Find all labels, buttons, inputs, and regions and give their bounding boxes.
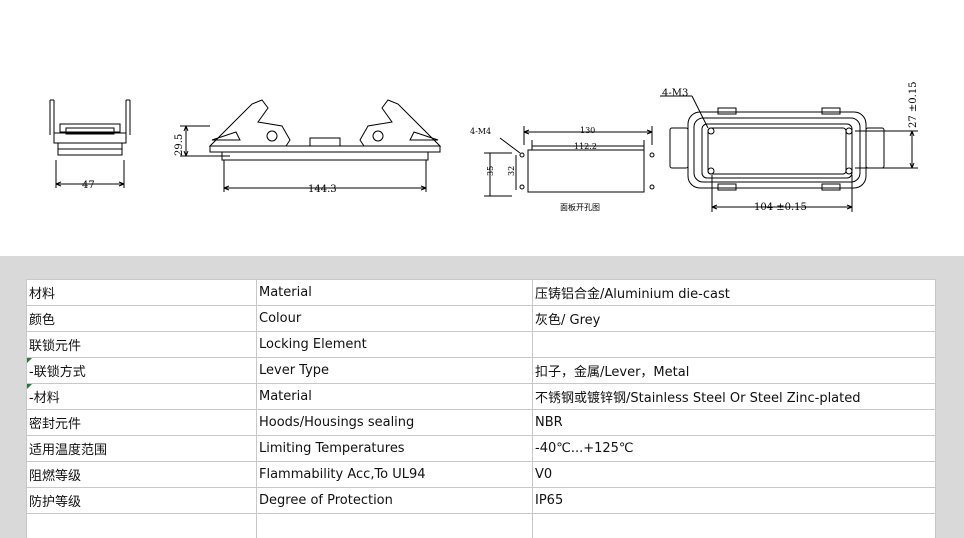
spec-en-label: Degree of Protection — [256, 487, 533, 514]
dim-29-5: 29.5 — [174, 134, 185, 156]
table-row: 联锁元件 Locking Element — [26, 331, 936, 358]
spec-cn-label: 密封元件 — [26, 409, 257, 436]
front-view — [180, 99, 442, 192]
spec-en-label: Material — [256, 383, 533, 410]
technical-drawing: 47 29.5 144.3 4-M4 130 112.2 35 32 面板开孔图… — [0, 0, 964, 256]
spec-value: NBR — [532, 409, 936, 436]
drawing-svg: 47 29.5 144.3 4-M4 130 112.2 35 32 面板开孔图… — [49, 81, 919, 213]
cell-flag-icon — [27, 358, 32, 363]
dim-4-m3: 4-M3 — [662, 88, 688, 99]
table-row: 防护等级 Degree of Protection IP65 — [26, 487, 936, 514]
spec-value: -40℃...+125℃ — [532, 435, 936, 462]
spec-cn-label: 阻燃等级 — [26, 461, 257, 488]
spec-cn-label: 颜色 — [26, 305, 257, 332]
spec-en-label: Material — [256, 279, 533, 306]
empty-cell — [26, 513, 257, 538]
spec-en-label: Flammability Acc,To UL94 — [256, 461, 533, 488]
spec-cn-label: 联锁元件 — [26, 331, 257, 358]
table-row: 阻燃等级 Flammability Acc,To UL94 V0 — [26, 461, 936, 488]
spec-value: 不锈钢或镀锌钢/Stainless Steel Or Steel Zinc-pl… — [532, 383, 936, 410]
spec-value: 压铸铝合金/Aluminium die-cast — [532, 279, 936, 306]
spec-cn-cell: -材料 — [26, 383, 257, 410]
panel-caption: 面板开孔图 — [560, 202, 600, 212]
dim-32: 32 — [507, 166, 516, 176]
empty-cell — [532, 513, 936, 538]
spec-cn-label: 防护等级 — [26, 487, 257, 514]
dim-112-2: 112.2 — [574, 142, 597, 151]
spec-en-label: Hoods/Housings sealing — [256, 409, 533, 436]
spec-value: IP65 — [532, 487, 936, 514]
panel-cutout-view — [484, 126, 655, 197]
spec-table: 材料 Material 压铸铝合金/Aluminium die-cast 颜色 … — [26, 279, 936, 538]
table-row: 材料 Material 压铸铝合金/Aluminium die-cast — [26, 279, 936, 306]
spec-value: 扣子，金属/Lever，Metal — [532, 357, 936, 384]
dim-4-m4: 4-M4 — [470, 127, 491, 136]
table-row: 适用温度范围 Limiting Temperatures -40℃...+125… — [26, 435, 936, 462]
spec-value — [532, 331, 936, 358]
table-row — [26, 513, 936, 538]
table-row: -联锁方式 Lever Type 扣子，金属/Lever，Metal — [26, 357, 936, 384]
dim-47: 47 — [82, 180, 95, 191]
spec-cn-label: 适用温度范围 — [26, 435, 257, 462]
dim-27: 27 ±0.15 — [908, 81, 919, 128]
spec-en-label: Lever Type — [256, 357, 533, 384]
spec-cn-label: -联锁方式 — [29, 365, 86, 380]
spec-cn-cell: -联锁方式 — [26, 357, 257, 384]
spec-cn-label: -材料 — [29, 391, 60, 406]
table-row: 颜色 Colour 灰色/ Grey — [26, 305, 936, 332]
spec-section: 材料 Material 压铸铝合金/Aluminium die-cast 颜色 … — [0, 256, 964, 538]
empty-cell — [256, 513, 533, 538]
spec-cn-label: 材料 — [26, 279, 257, 306]
spec-en-label: Locking Element — [256, 331, 533, 358]
top-view — [660, 95, 918, 212]
spec-en-label: Limiting Temperatures — [256, 435, 533, 462]
dim-130: 130 — [580, 126, 595, 135]
spec-value: V0 — [532, 461, 936, 488]
spec-en-label: Colour — [256, 305, 533, 332]
table-row: -材料 Material 不锈钢或镀锌钢/Stainless Steel Or … — [26, 383, 936, 410]
dim-144-3: 144.3 — [308, 184, 337, 195]
table-row: 密封元件 Hoods/Housings sealing NBR — [26, 409, 936, 436]
side-view — [49, 99, 131, 188]
cell-flag-icon — [27, 384, 32, 389]
spec-value: 灰色/ Grey — [532, 305, 936, 332]
dim-35: 35 — [486, 166, 495, 176]
dim-104: 104 ±0.15 — [754, 202, 807, 213]
